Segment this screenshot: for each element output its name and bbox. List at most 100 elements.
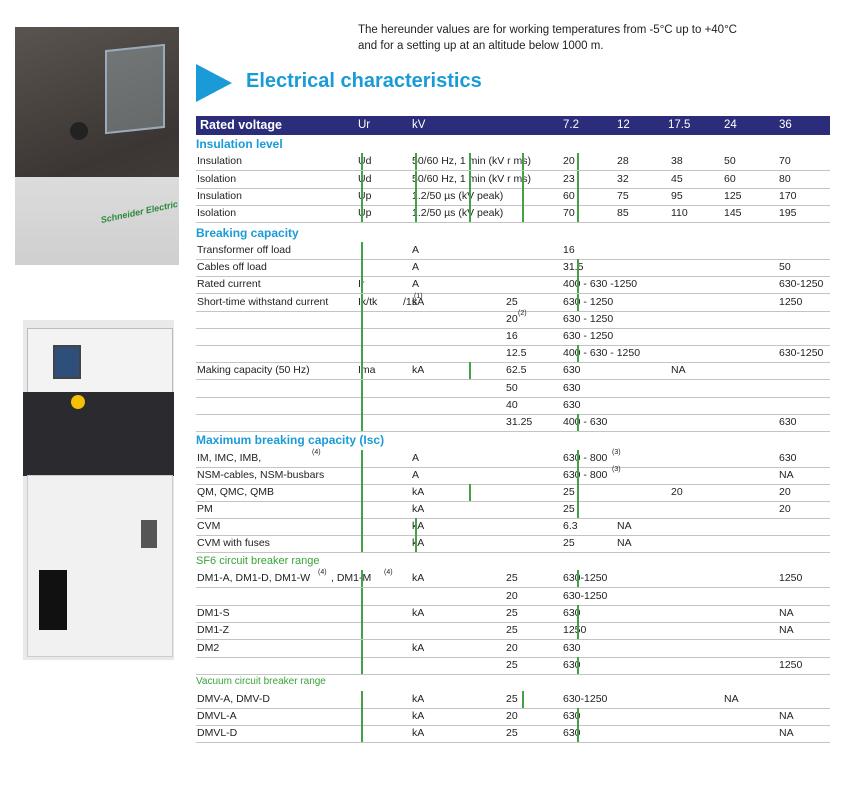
row-label: Cables off load [197, 261, 267, 273]
cell-divider [577, 501, 579, 518]
cell-divider [361, 345, 363, 362]
row-label: Isolation [197, 173, 237, 185]
cell-divider [361, 725, 363, 742]
cell-c5: 70 [779, 155, 791, 167]
row-unit: kA [412, 693, 425, 705]
cell-c5: 1250 [779, 296, 803, 308]
cell-divider [361, 259, 363, 276]
row-label: DM1-A, DM1-D, DM1-W [197, 572, 311, 584]
header-v4: 24 [724, 119, 737, 131]
row-label-extra: , DM1-M [331, 572, 372, 584]
row-unit: kA [412, 607, 425, 619]
cell-divider [577, 657, 579, 674]
cell-divider [361, 518, 363, 535]
cell-divider [577, 259, 579, 276]
switchgear-photo-top: Schneider Electric [15, 27, 179, 265]
cell-divider [361, 535, 363, 552]
cell-c1: 630-1250 [563, 572, 608, 584]
intro-line-1: The hereunder values are for working tem… [358, 24, 737, 36]
header-v2: 12 [617, 119, 630, 131]
cell-divider [522, 188, 524, 205]
cell-c2: 85 [617, 207, 629, 219]
row-label: NSM-cables, NSM-busbars [197, 469, 325, 481]
row-label: DM1-S [197, 607, 230, 619]
cell-divider [577, 605, 579, 622]
cell-c5: NA [779, 710, 794, 722]
cell-c1: 400 - 630 [563, 416, 608, 428]
cell-divider [469, 484, 471, 501]
cell-c3: NA [671, 364, 686, 376]
cell-c2: NA [617, 537, 632, 549]
row-unit: kA [412, 727, 425, 739]
footnote-ref: (4) [318, 569, 327, 576]
cell-divider [469, 153, 471, 170]
cell-divider [361, 188, 363, 205]
row-unit: A [412, 452, 420, 464]
row-symbol-extra: /1s [403, 296, 418, 308]
row-current-value: 62.5 [506, 364, 527, 376]
cell-c1: 630 [563, 710, 581, 722]
row-label: CVM with fuses [197, 537, 270, 549]
cell-divider [361, 362, 363, 379]
cell-c3: 20 [671, 486, 683, 498]
row-unit: kA [412, 642, 425, 654]
row-label: DMVL-A [197, 710, 237, 722]
yellow-indicator [71, 395, 85, 409]
cell-c5: 50 [779, 261, 791, 273]
cell-divider [577, 467, 579, 484]
table-row: 40 630 [196, 397, 830, 415]
header-v1: 7.2 [563, 119, 579, 131]
section-vacuum-range: Vacuum circuit breaker range [196, 676, 326, 687]
cell-divider [469, 188, 471, 205]
cell-divider [361, 708, 363, 725]
switchgear-photo-cabinet [23, 320, 174, 660]
row-current-value: 40 [506, 399, 518, 411]
cell-c1: 630 [563, 607, 581, 619]
footnote-ref: (1) [414, 293, 423, 300]
cell-c1: 31.5 [563, 261, 584, 273]
row-unit: kA [412, 296, 425, 308]
row-label: DM2 [197, 642, 220, 654]
cell-c5: 630-1250 [779, 278, 824, 290]
row-label: Rated current [197, 278, 261, 290]
row-current-value: 25 [506, 693, 518, 705]
cell-c3: 95 [671, 190, 683, 202]
cell-c5: 80 [779, 173, 791, 185]
row-current-value: 25 [506, 572, 518, 584]
cell-divider [415, 205, 417, 222]
cell-c1: 630 [563, 659, 581, 671]
cell-divider [415, 518, 417, 535]
cell-c1: 20 [563, 155, 575, 167]
header-unit: kV [412, 119, 426, 131]
header-symbol: Ur [358, 119, 371, 131]
cell-divider [361, 153, 363, 170]
cell-c4: 60 [724, 173, 736, 185]
row-label: Insulation [197, 190, 242, 202]
cell-c1: 630 [563, 399, 581, 411]
cell-divider [361, 467, 363, 484]
section-max-breaking-capacity: Maximum breaking capacity (Isc) [196, 433, 385, 447]
row-current-value: 16 [506, 330, 518, 342]
row-unit: kA [412, 710, 425, 722]
cell-divider [577, 450, 579, 467]
cell-c1: 25 [563, 537, 575, 549]
cell-c1: 630 - 1250 [563, 296, 614, 308]
row-label: DM1-Z [197, 624, 230, 636]
cell-divider [577, 725, 579, 742]
cell-c1: 400 - 630 -1250 [563, 278, 638, 290]
header-v3: 17.5 [668, 119, 691, 131]
cell-c2: 28 [617, 155, 629, 167]
cell-c1: 25 [563, 486, 575, 498]
